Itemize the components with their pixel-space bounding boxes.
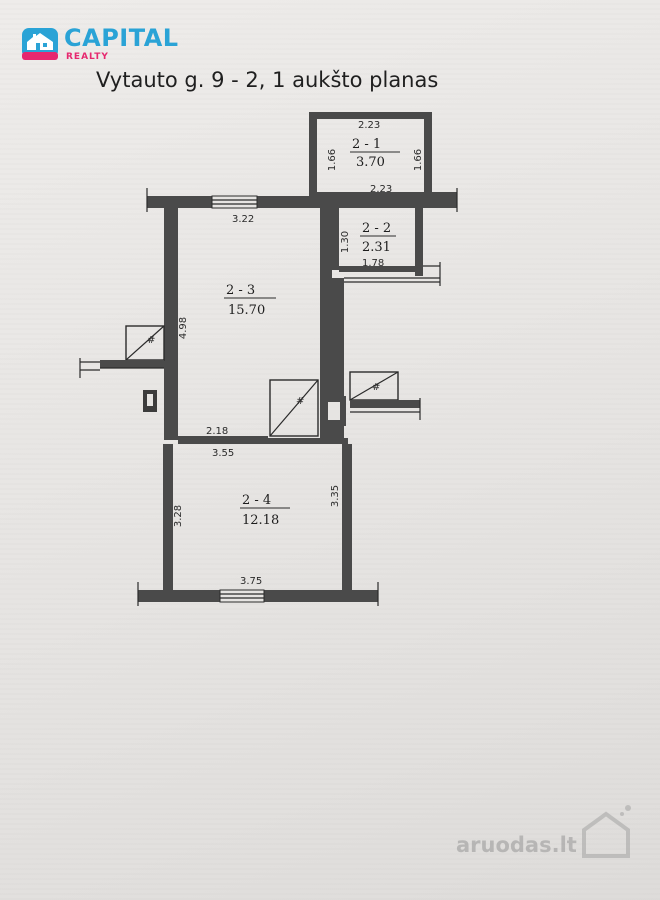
room-2-1-area: 3.70 [356,155,385,170]
right-ventilation-shafts: # # [269,371,421,437]
left-ventilation-shafts: # [79,325,165,412]
svg-text:#: # [372,382,380,393]
dim-r23-left: 4.98 [178,317,189,339]
room-2-3-id: 2 - 3 [226,283,255,298]
room-2-3-walls [164,208,440,444]
dim-r24-bottom: 3.75 [240,576,262,587]
room-2-2-area: 2.31 [362,240,391,255]
logo-subtitle: REALTY [66,52,109,62]
dim-r21-top: 2.23 [358,120,380,131]
room-2-4-area: 12.18 [242,513,279,528]
dim-r23-bottom-b: 3.55 [212,448,234,459]
dim-r24-left: 3.28 [173,505,184,527]
plan-title: Vytauto g. 9 - 2, 1 aukšto planas [96,68,439,92]
dim-r22-bottom: 1.78 [362,258,384,269]
room-2-4-walls [137,444,379,606]
dim-r23-bottom-a: 2.18 [206,426,228,437]
room-2-4-id: 2 - 4 [242,493,271,508]
dim-r23-top: 3.22 [232,214,254,225]
svg-text:#: # [147,335,155,346]
room-2-1-id: 2 - 1 [352,137,381,152]
house-outline-icon [582,805,631,858]
room-2-1-walls [309,112,432,196]
watermark-text: aruodas.lt [456,833,577,857]
room-2-3-area: 15.70 [228,303,265,318]
aruodas-watermark: aruodas.lt [456,800,646,860]
dim-r21-right: 1.66 [413,149,424,171]
logo-house-icon [22,28,58,60]
upper-exterior-wall [146,188,458,212]
room-2-2-id: 2 - 2 [362,221,391,236]
dim-r24-right: 3.35 [330,485,341,507]
logo-wordmark: CAPITAL [64,24,179,52]
dim-r22-left: 1.30 [340,231,351,253]
svg-text:#: # [296,396,304,407]
dim-r21-left: 1.66 [327,149,338,171]
dim-r22-top: 2.23 [370,184,392,195]
capital-realty-logo: CAPITAL REALTY [22,24,192,70]
